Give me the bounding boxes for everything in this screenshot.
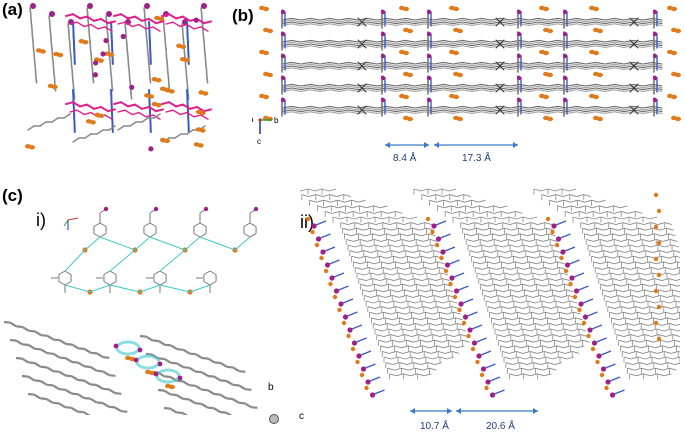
panel-c-ii-structure xyxy=(300,188,680,414)
axis-a-label: a xyxy=(252,115,254,124)
panel-c-ii-label: ii) xyxy=(300,212,314,232)
axis-triad-cii-labels: b c xyxy=(268,380,308,425)
axis-c-label: c xyxy=(257,137,261,146)
panel-a-label: (a) xyxy=(2,0,23,19)
measure-arrows-cii xyxy=(410,408,538,414)
axis-triad-b: a b c xyxy=(252,115,279,146)
measurement-cii-2: 20.6 Å xyxy=(486,421,515,432)
panel-b-structure: a b c xyxy=(252,5,681,148)
axis-triad-ci xyxy=(63,217,79,230)
measure-arrows-b xyxy=(385,142,518,148)
axis-c-label-cii: c xyxy=(299,411,304,422)
axis-b-label: b xyxy=(274,116,279,125)
panel-c-i-label: i) xyxy=(36,210,46,230)
panel-c-i-layers xyxy=(3,320,258,415)
measurement-b-2: 17.3 Å xyxy=(462,153,491,164)
measurement-cii-1: 10.7 Å xyxy=(420,421,449,432)
measurement-b-1: 8.4 Å xyxy=(393,153,417,164)
axis-b-label-cii: b xyxy=(268,382,274,393)
panel-c-label: (c) xyxy=(2,186,23,205)
panel-b-label: (b) xyxy=(232,6,254,25)
panel-c-i-network xyxy=(51,206,259,295)
panel-a-structure xyxy=(25,3,212,152)
